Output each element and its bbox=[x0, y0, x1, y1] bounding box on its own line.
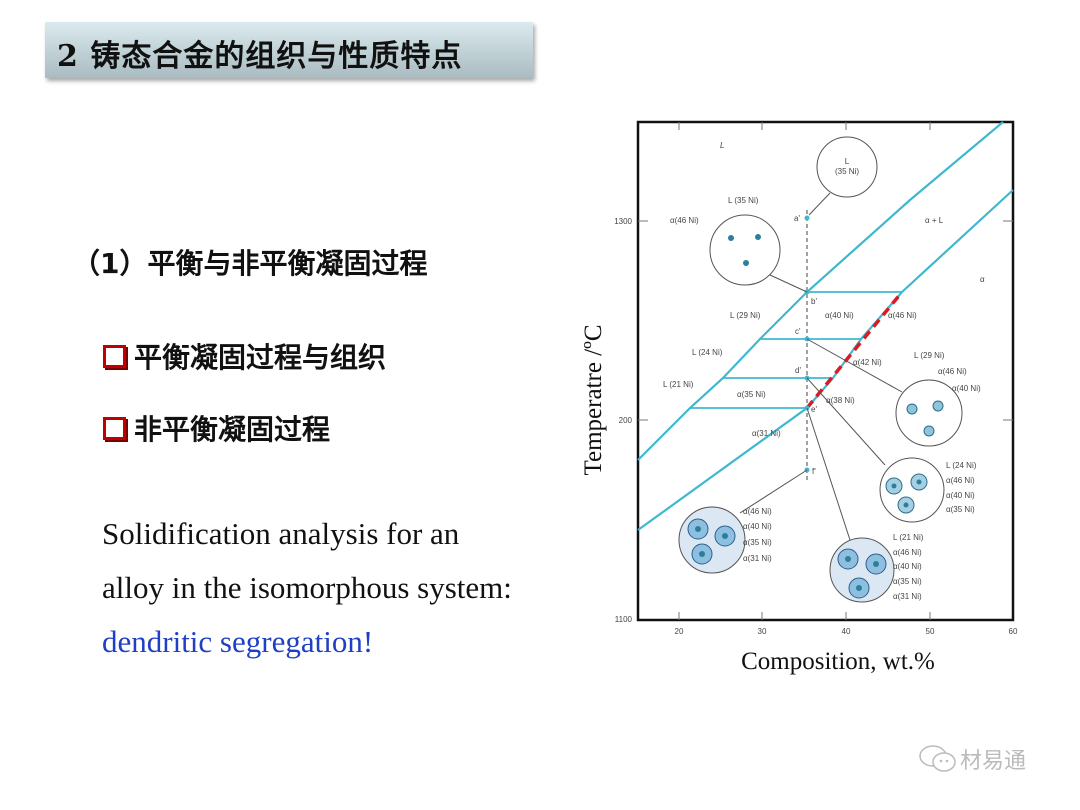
paragraph-line: Solidification analysis for an bbox=[102, 516, 460, 551]
paragraph-line: alloy in the isomorphous system: bbox=[102, 570, 512, 605]
diagram-label: L (35 Ni) bbox=[728, 196, 759, 205]
diagram-label: α(35 Ni) bbox=[946, 505, 975, 514]
diagram-label: L (24 Ni) bbox=[946, 461, 977, 470]
region-label: α + L bbox=[925, 216, 944, 225]
diagram-label: L (24 Ni) bbox=[692, 348, 723, 357]
x-tick: 20 bbox=[675, 627, 684, 636]
diagram-label: L (29 Ni) bbox=[914, 351, 945, 360]
nonequilibrium-solidus bbox=[805, 290, 904, 410]
diagram-label: α(46 Ni) bbox=[743, 507, 772, 516]
x-tick: 60 bbox=[1009, 627, 1018, 636]
diagram-label: α(46 Ni) bbox=[893, 548, 922, 557]
region-label: α bbox=[980, 275, 985, 284]
watermark-text: 材易通 bbox=[960, 749, 1027, 774]
bullet-text: 非平衡凝固过程 bbox=[134, 413, 331, 446]
bullet-text: 平衡凝固过程与组织 bbox=[134, 341, 387, 374]
point-label: e' bbox=[811, 405, 817, 414]
diagram-label: α(46 Ni) bbox=[670, 216, 699, 225]
diagram-label: α(40 Ni) bbox=[952, 384, 981, 393]
y-tick: 200 bbox=[619, 416, 633, 425]
diagram-label: L (29 Ni) bbox=[730, 311, 761, 320]
diagram-label: α(31 Ni) bbox=[893, 592, 922, 601]
diagram-label: α(38 Ni) bbox=[826, 396, 855, 405]
wechat-icon bbox=[919, 745, 956, 772]
microstructure-circle bbox=[895, 379, 963, 447]
y-tick: 1300 bbox=[614, 217, 632, 226]
diagram-label: α(46 Ni) bbox=[938, 367, 967, 376]
diagram-label: α(31 Ni) bbox=[743, 554, 772, 563]
bullet-item: 非平衡凝固过程 bbox=[103, 408, 330, 448]
checkbox-bullet-icon bbox=[103, 416, 126, 440]
x-axis-label: Composition, wt.% bbox=[741, 648, 935, 675]
diagram-label: α(31 Ni) bbox=[752, 429, 781, 438]
point-label: d' bbox=[795, 366, 801, 375]
connector-lines bbox=[739, 192, 903, 541]
y-tick: 1100 bbox=[615, 615, 633, 624]
diagram-label: α(42 Ni) bbox=[853, 358, 882, 367]
diagram-label: α(40 Ni) bbox=[743, 522, 772, 531]
point-label: b' bbox=[811, 297, 817, 306]
point-label: c' bbox=[795, 327, 801, 336]
watermark: 材易通 bbox=[918, 743, 1026, 775]
diagram-label: L (21 Ni) bbox=[893, 533, 924, 542]
x-tick: 40 bbox=[842, 627, 851, 636]
diagram-label: α(35 Ni) bbox=[743, 538, 772, 547]
diagram-label: α(40 Ni) bbox=[893, 562, 922, 571]
title-banner: 2 铸态合金的组织与性质特点 bbox=[45, 22, 533, 78]
paragraph-highlight: dendritic segregation! bbox=[102, 624, 374, 659]
point-label: f' bbox=[812, 467, 816, 476]
x-tick: 50 bbox=[926, 627, 935, 636]
diagram-label: α(35 Ni) bbox=[893, 577, 922, 586]
diagram-label: α(40 Ni) bbox=[946, 491, 975, 500]
diagram-label: L bbox=[845, 157, 850, 166]
microstructure-circle bbox=[709, 214, 781, 286]
slide-title: 2 铸态合金的组织与性质特点 bbox=[57, 39, 463, 74]
diagram-label: α(46 Ni) bbox=[946, 476, 975, 485]
diagram-label: α(46 Ni) bbox=[888, 311, 917, 320]
diagram-label: α(35 Ni) bbox=[737, 390, 766, 399]
x-tick: 30 bbox=[758, 627, 767, 636]
phase-diagram: 1300 200 1100 20 30 40 50 60 L α + L α a… bbox=[614, 120, 1018, 636]
section-heading: （1）平衡与非平衡凝固过程 bbox=[72, 247, 428, 280]
bullet-item: 平衡凝固过程与组织 bbox=[103, 336, 386, 376]
point-label: a' bbox=[794, 214, 800, 223]
diagram-label: α(40 Ni) bbox=[825, 311, 854, 320]
checkbox-bullet-icon bbox=[103, 344, 126, 368]
microstructure-circle bbox=[879, 457, 945, 523]
tie-lines bbox=[690, 291, 902, 409]
region-label: L bbox=[720, 141, 724, 150]
microstructure-circle bbox=[678, 506, 746, 574]
ticks bbox=[638, 122, 1013, 620]
diagram-label: (35 Ni) bbox=[835, 167, 859, 176]
microstructure-circle bbox=[816, 136, 878, 198]
diagram-label: L (21 Ni) bbox=[663, 380, 694, 389]
